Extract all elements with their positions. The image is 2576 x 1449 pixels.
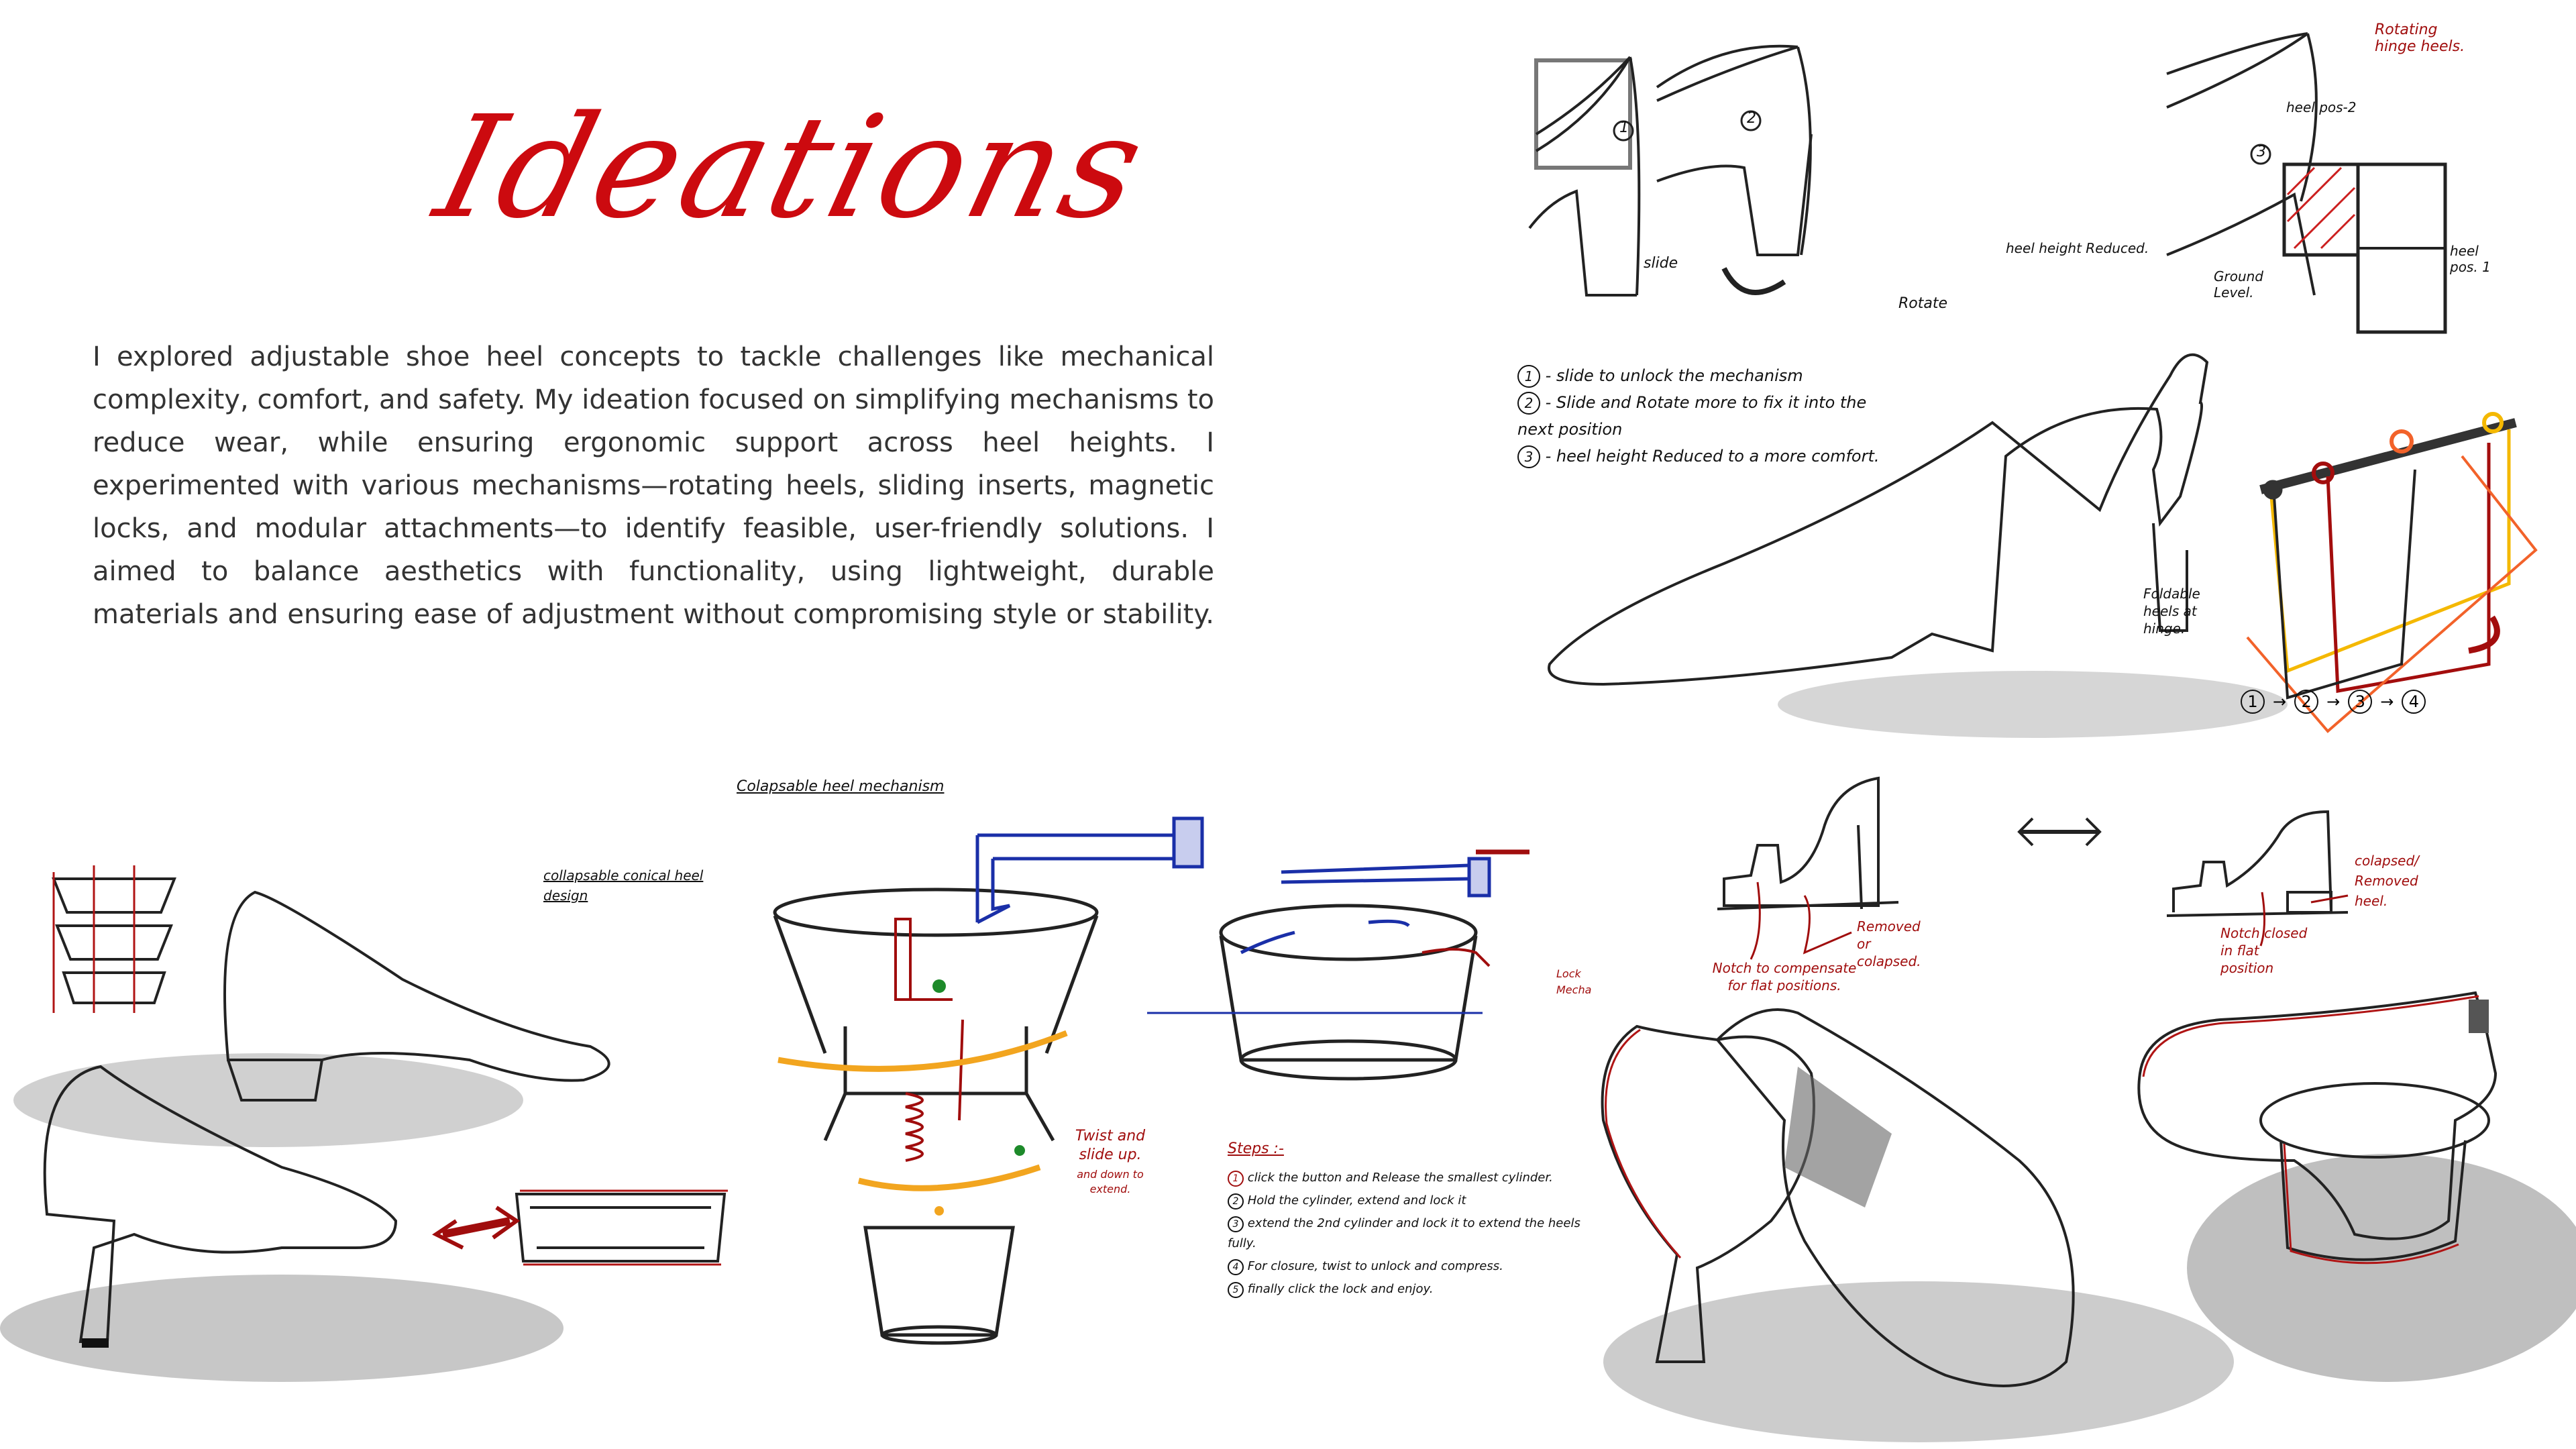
- intro-paragraph: I explored adjustable shoe heel concepts…: [93, 341, 1214, 630]
- step-item: 1 - slide to unlock the mechanism: [1517, 362, 1893, 389]
- step-text: - Slide and Rotate more to fix it into t…: [1517, 393, 1867, 439]
- step-text: extend the 2nd cylinder and lock it to e…: [1228, 1216, 1580, 1250]
- frame-label-1: 1: [1619, 119, 1629, 136]
- step-text: finally click the lock and enjoy.: [1247, 1282, 1434, 1296]
- step-number: 1: [1517, 365, 1540, 388]
- step-number: 5: [1228, 1282, 1244, 1298]
- step-item: 3 extend the 2nd cylinder and lock it to…: [1228, 1214, 1590, 1254]
- arrow-icon: →: [2380, 692, 2394, 711]
- step-text: Hold the cylinder, extend and lock it: [1247, 1193, 1466, 1208]
- arrow-icon: →: [2326, 692, 2341, 711]
- step-number: 2: [1517, 392, 1540, 415]
- rotating-heel-drawing: [1528, 32, 2538, 738]
- sequence-step: 3: [2348, 690, 2373, 714]
- step-number: 4: [1228, 1259, 1244, 1275]
- removed-label: Removed or colapsed.: [1857, 918, 1921, 969]
- step-number: 3: [1228, 1216, 1244, 1232]
- step-number: 3: [1517, 445, 1540, 468]
- twist-slide-sublabel: and down to extend.: [1077, 1168, 1144, 1195]
- collapsible-mechanism-title: Colapsable heel mechanism: [737, 778, 945, 795]
- step-text: - slide to unlock the mechanism: [1545, 366, 1803, 385]
- step-text: - heel height Reduced to a more comfort.: [1545, 447, 1880, 466]
- step-item: 4 For closure, twist to unlock and compr…: [1228, 1256, 1590, 1277]
- steps-title: Steps :-: [1228, 1140, 1284, 1157]
- rotating-heel-steps: 1 - slide to unlock the mechanism 2 - Sl…: [1517, 362, 1893, 470]
- sequence-step: 2: [2294, 690, 2319, 714]
- foldable-heel-label: Foldable heels at hinge.: [2143, 586, 2200, 637]
- step-item: 1 click the button and Release the small…: [1228, 1168, 1590, 1188]
- rotate-label: Rotate: [1898, 295, 1948, 312]
- conical-heel-label: collapsable conical heel design: [543, 867, 704, 904]
- collapsed-heel-label: colapsed/ Removed heel.: [2355, 853, 2419, 909]
- arrow-icon: →: [2273, 692, 2287, 711]
- notch-closed-label: Notch closed in flat position: [2220, 925, 2308, 976]
- step-item: 3 - heel height Reduced to a more comfor…: [1517, 443, 1893, 470]
- heel-pos-2-label: heel pos-2: [2286, 99, 2357, 115]
- collapsible-mechanism-drawing: [773, 816, 1529, 1345]
- conical-heel-sketch: collapsable conical heel design: [0, 845, 758, 1382]
- lock-mechanism-label: Lock Mecha: [1556, 967, 1592, 996]
- page-title: Ideations: [422, 85, 1163, 250]
- slide-label: slide: [1644, 255, 1678, 272]
- step-text: For closure, twist to unlock and compres…: [1247, 1259, 1503, 1273]
- rotating-hinge-title: Rotating hinge heels.: [2375, 21, 2465, 55]
- twist-slide-label: Twist and slide up.: [1075, 1128, 1146, 1163]
- notch-drawing: [1717, 776, 2349, 960]
- sequence-step: 1: [2241, 690, 2265, 714]
- step-item: 5 finally click the lock and enjoy.: [1228, 1279, 1590, 1299]
- shoe-renderings: [1583, 986, 2576, 1449]
- step-text: click the button and Release the smalles…: [1247, 1171, 1553, 1185]
- step-number: 2: [1228, 1193, 1244, 1210]
- step-item: 2 - Slide and Rotate more to fix it into…: [1517, 389, 1893, 443]
- rotating-heel-sketch: 1 2 3 slide Rotate heel height Reduced. …: [1523, 21, 2576, 765]
- conical-heel-drawing: [0, 865, 728, 1382]
- sequence-step: 4: [2402, 690, 2426, 714]
- notch-sketch: Notch to compensate for flat positions. …: [1704, 758, 2509, 1026]
- step-item: 2 Hold the cylinder, extend and lock it: [1228, 1191, 1590, 1211]
- foldable-sequence: 1 → 2 → 3 → 4: [2241, 690, 2426, 714]
- frame-label-3: 3: [2257, 144, 2266, 160]
- shoe-renderings-drawing: [1601, 991, 2576, 1442]
- collapsible-mechanism-sketch: Colapsable heel mechanism Twist and slid…: [731, 771, 1603, 1375]
- ground-level-label: Ground Level.: [2214, 268, 2264, 301]
- notch-label: Notch to compensate for flat positions.: [1712, 960, 1857, 994]
- frame-label-2: 2: [1747, 110, 1756, 127]
- heel-pos-1-label: heel pos. 1: [2450, 243, 2491, 275]
- step-number: 1: [1228, 1171, 1244, 1187]
- collapsible-steps: Steps :- 1 click the button and Release …: [1228, 1140, 1590, 1299]
- heel-height-reduced-label: heel height Reduced.: [2006, 240, 2149, 256]
